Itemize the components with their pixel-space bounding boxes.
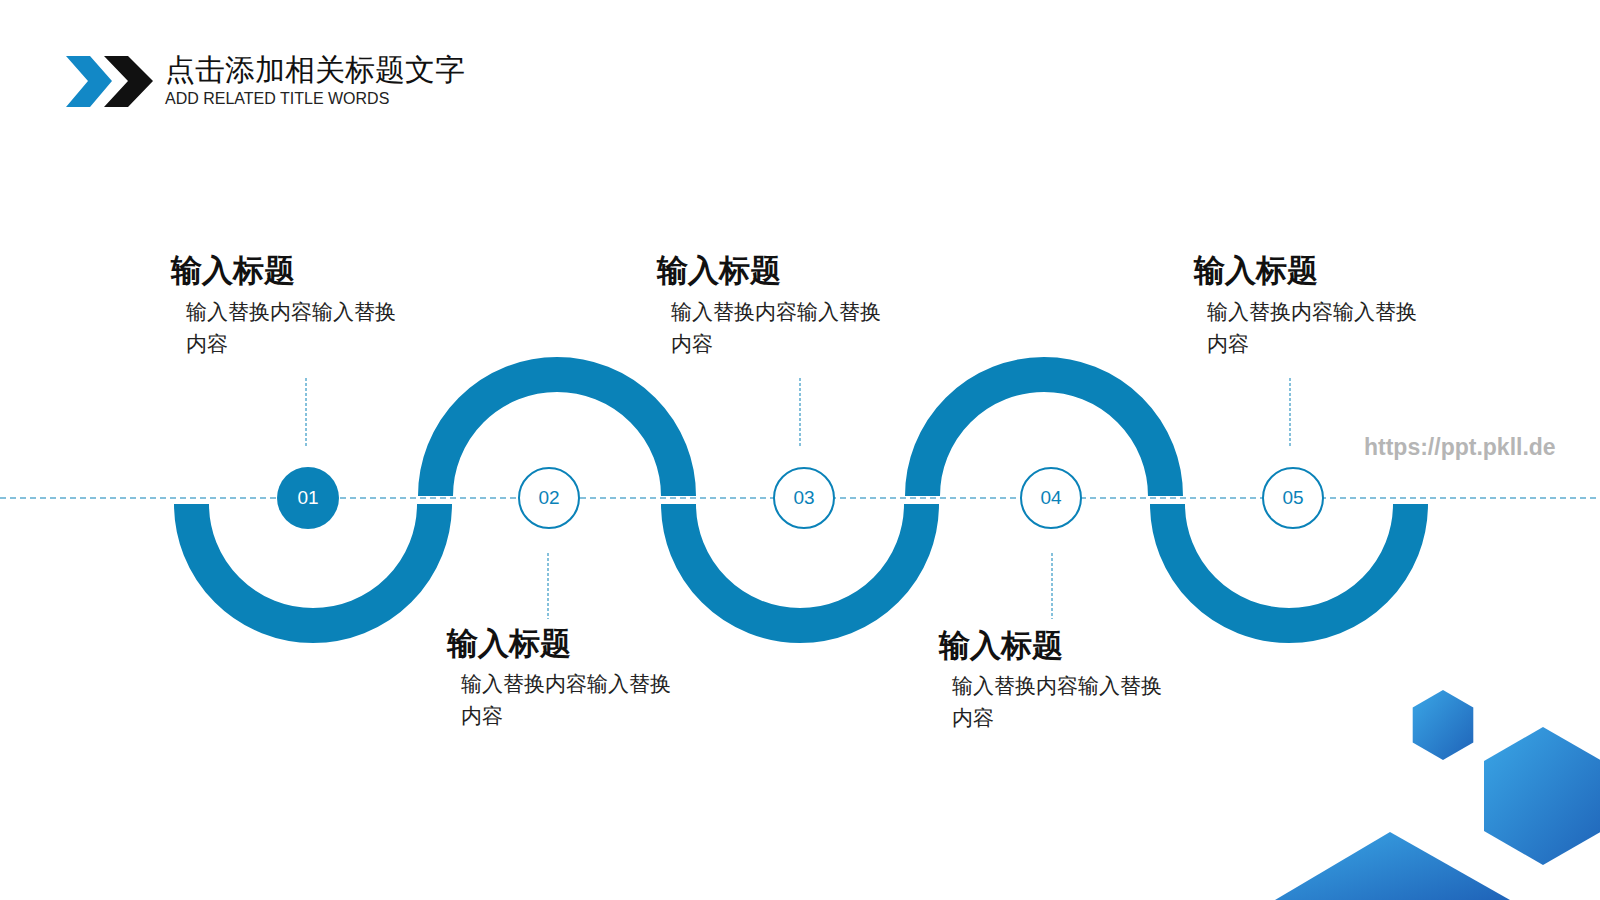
chevron-icon <box>66 56 112 107</box>
step-circle: 05 <box>1262 467 1324 529</box>
step-circle: 01 <box>277 467 339 529</box>
step-circle: 03 <box>773 467 835 529</box>
item-body: 输入替换内容输入替换内容 <box>952 670 1178 733</box>
item-heading: 输入标题 <box>939 625 1063 667</box>
leader-line <box>306 378 307 446</box>
leaders <box>306 378 1290 619</box>
leader-line <box>1290 378 1291 446</box>
wave <box>192 375 1411 626</box>
step-number: 01 <box>297 487 318 509</box>
item-body: 输入替换内容输入替换内容 <box>186 296 412 359</box>
item-heading: 输入标题 <box>1194 250 1318 292</box>
hexagon <box>1413 690 1474 760</box>
hexagon <box>1275 832 1510 900</box>
hexagon <box>1484 727 1600 865</box>
leader-line <box>800 378 801 446</box>
step-number: 04 <box>1040 487 1061 509</box>
item-body: 输入替换内容输入替换内容 <box>1207 296 1433 359</box>
item-body: 输入替换内容输入替换内容 <box>671 296 897 359</box>
leader-line <box>548 553 549 619</box>
subtitle: ADD RELATED TITLE WORDS <box>165 90 389 108</box>
chevron-icon <box>104 56 153 107</box>
item-body: 输入替换内容输入替换内容 <box>461 668 687 731</box>
watermark: https://ppt.pkll.de <box>1364 434 1556 461</box>
step-number: 03 <box>793 487 814 509</box>
item-heading: 输入标题 <box>171 250 295 292</box>
item-heading: 输入标题 <box>447 623 571 665</box>
step-number: 02 <box>538 487 559 509</box>
slide-title: 点击添加相关标题文字 <box>165 50 465 91</box>
step-circle: 02 <box>518 467 580 529</box>
step-circle: 04 <box>1020 467 1082 529</box>
leader-line <box>1052 553 1053 619</box>
step-number: 05 <box>1282 487 1303 509</box>
item-heading: 输入标题 <box>657 250 781 292</box>
